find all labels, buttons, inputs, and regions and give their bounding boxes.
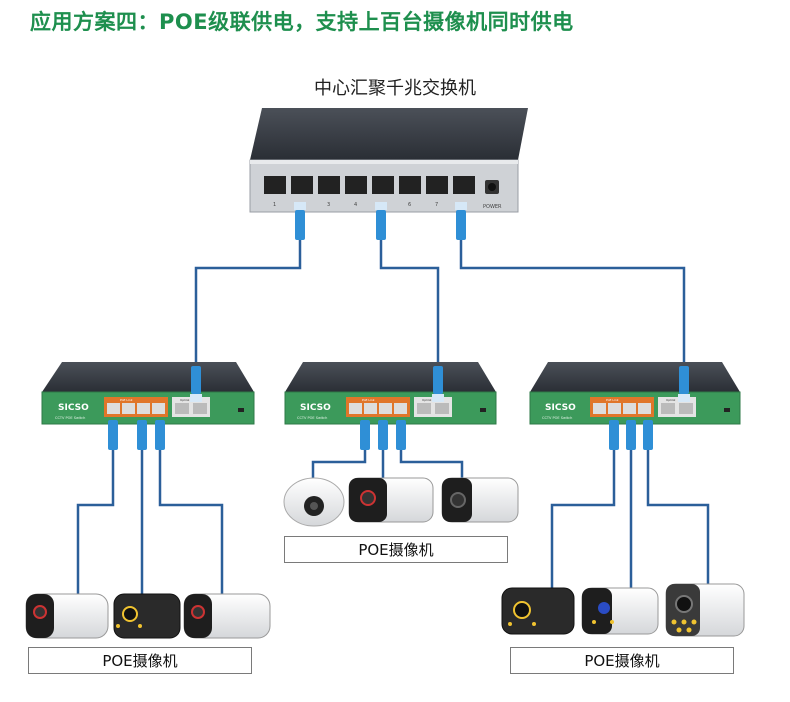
camera-bullet: [113, 593, 181, 639]
uplink-label: Uplink: [180, 398, 190, 402]
camera-dome: [283, 477, 345, 527]
camera-group-label-right: POE摄像机: [510, 647, 734, 674]
switch-model: CCTV POE Switch: [542, 416, 572, 420]
core-ports: [264, 176, 475, 194]
camera-bullet: [581, 587, 659, 635]
poe-link-label: PoE Link: [120, 398, 133, 402]
camera-bullet: [441, 477, 519, 523]
poe-link-label: PoE Link: [362, 398, 375, 402]
camera-bullet: [348, 477, 434, 523]
port-number: 3: [327, 202, 330, 208]
poe-switch-left: SICSO CCTV POE Switch PoE Link Uplink: [41, 362, 255, 425]
core-switch-label: 中心汇聚千兆交换机: [314, 78, 476, 99]
brand-logo: SICSO: [300, 403, 331, 413]
downlink-cables: [76, 450, 710, 598]
camera-bullet: [501, 587, 575, 635]
brand-logo: SICSO: [58, 403, 89, 413]
core-connectors: [294, 202, 467, 240]
core-switch: 1 2 3 4 5 6 7 8 POWER: [249, 108, 528, 213]
downlink-connectors: [108, 420, 653, 450]
port-number: 1: [273, 202, 276, 208]
uplink-label: Uplink: [422, 398, 432, 402]
camera-bullet: [183, 593, 271, 639]
port-number: 4: [354, 202, 357, 208]
camera-group-label-left: POE摄像机: [28, 647, 252, 674]
uplink-label: Uplink: [666, 398, 676, 402]
brand-logo: SICSO: [545, 403, 576, 413]
uplink-cables: [194, 240, 686, 368]
port-number: 6: [408, 202, 411, 208]
camera-bullet: [25, 593, 109, 639]
poe-link-label: PoE Link: [606, 398, 619, 402]
camera-bullet: [665, 583, 745, 637]
switch-model: CCTV POE Switch: [55, 416, 85, 420]
poe-switch-right: SICSO CCTV POE Switch PoE Link Uplink: [529, 362, 741, 425]
page-title: 应用方案四：POE级联供电，支持上百台摄像机同时供电: [30, 10, 574, 34]
camera-group-label-middle: POE摄像机: [284, 536, 508, 563]
poe-switch-middle: SICSO CCTV POE Switch PoE Link Uplink: [284, 362, 497, 425]
port-number: 7: [435, 202, 438, 208]
power-label: POWER: [483, 204, 502, 210]
switch-model: CCTV POE Switch: [297, 416, 327, 420]
uplink-connectors: [190, 366, 690, 402]
